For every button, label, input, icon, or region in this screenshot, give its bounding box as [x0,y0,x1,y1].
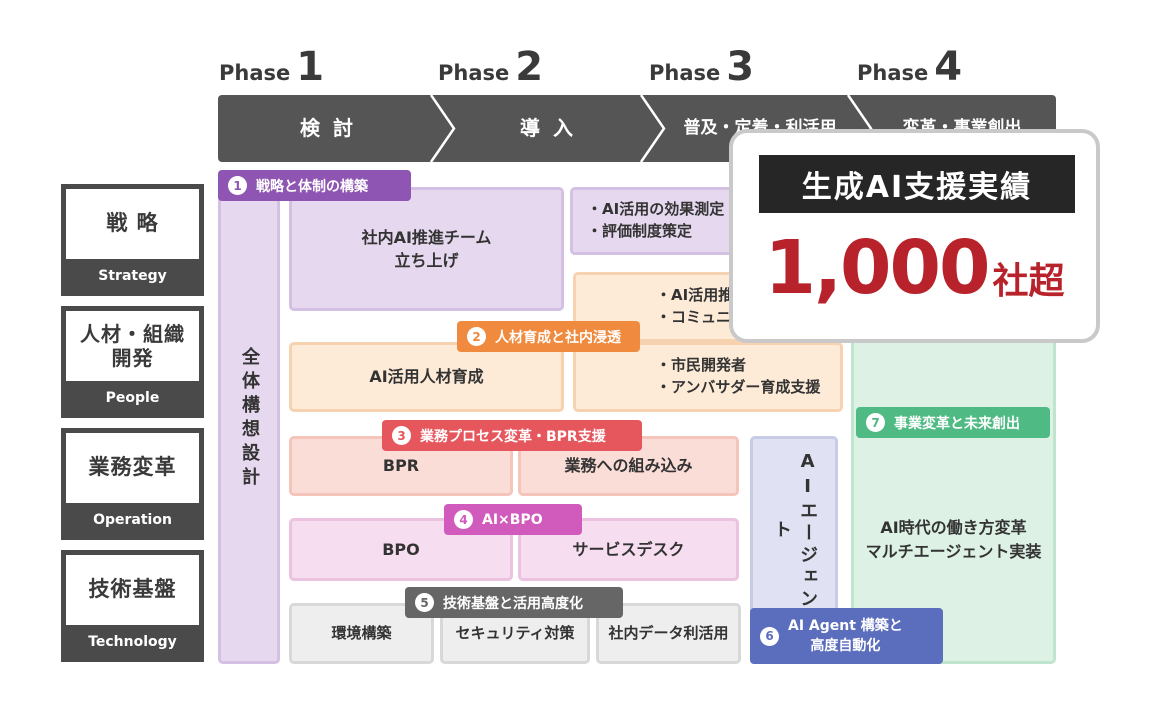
tag-1-label: 戦略と体制の構築 [256,178,368,195]
tag-7-number: 7 [866,413,885,432]
tag-3-label: 業務プロセス変革・BPR支援 [420,428,606,445]
ai-agent-box: AIエージェント [750,436,838,616]
tag-2-label: 人材育成と社内浸透 [495,329,621,346]
tag-5-number: 5 [415,593,434,612]
tag-6-label: AI Agent 構築と 高度自動化 [788,617,903,654]
achievement-unit: 社超 [992,261,1065,302]
citizen-developer-box: ・市民開発者 ・アンバサダー育成支援 [573,342,843,412]
category-technology-en: Technology [88,634,177,650]
category-operation-jp: 業務変革 [66,433,199,503]
ai-agent-label: AIエージェント [771,451,819,611]
category-people-en: People [105,390,160,406]
category-people-jp: 人材・組織 開発 [66,311,199,381]
tag-ai-bpo: 4 AI×BPO [444,504,582,535]
tag-2-number: 2 [467,327,486,346]
category-technology: 技術基盤 Technology [61,550,204,662]
category-technology-jp: 技術基盤 [66,555,199,625]
phase-1-title: 検 討 [300,116,356,140]
tag-ai-agent: 6 AI Agent 構築と 高度自動化 [750,608,943,664]
tag-strategy-structure: 1 戦略と体制の構築 [218,170,411,201]
tag-tech-base: 5 技術基盤と活用高度化 [405,587,623,618]
phase-2-title: 導 入 [520,116,576,140]
tag-3-number: 3 [392,426,411,445]
tag-1-number: 1 [228,176,247,195]
tag-4-number: 4 [454,510,473,529]
tag-talent: 2 人材育成と社内浸透 [457,321,640,352]
category-strategy-en: Strategy [98,268,167,284]
tag-7-label: 事業変革と未来創出 [894,415,1020,432]
talent-development-box: AI活用人材育成 [289,342,564,412]
tag-bpr-support: 3 業務プロセス変革・BPR支援 [382,420,642,451]
overall-design-box: 全体構想設計 [218,173,280,664]
tag-6-number: 6 [760,626,779,646]
tag-4-label: AI×BPO [482,511,543,528]
data-use-box: 社内データ利活用 [596,603,741,664]
category-people: 人材・組織 開発 People [61,306,204,418]
category-strategy-jp: 戦 略 [66,189,199,259]
category-strategy: 戦 略 Strategy [61,184,204,296]
achievement-title: 生成AI支援実績 [759,155,1075,213]
team-launch-box: 社内AI推進チーム 立ち上げ [289,187,564,311]
category-operation: 業務変革 Operation [61,428,204,540]
tag-5-label: 技術基盤と活用高度化 [443,595,583,612]
future-work-box: AI時代の働き方変革 マルチエージェント実装 [851,300,1056,664]
tag-business-transform: 7 事業変革と未来創出 [856,407,1050,438]
category-operation-en: Operation [93,512,172,528]
overall-design-label: 全体構想設計 [239,346,261,491]
achievement-number: 1,000 [764,225,990,311]
